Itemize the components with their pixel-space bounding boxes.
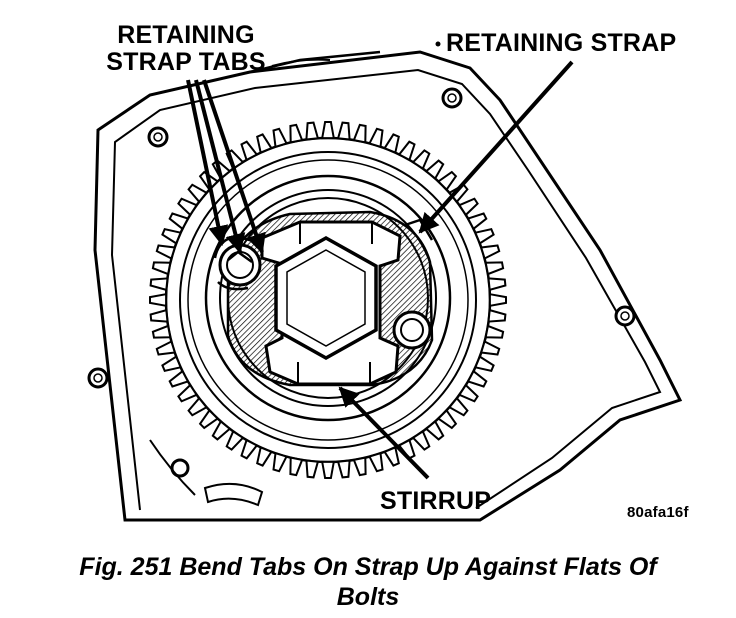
caption-line: Fig. 251 Bend Tabs On Strap Up Against F… [79,553,657,581]
transfer-case-illustration [87,41,683,522]
gear-tooth [177,383,199,403]
gear-tooth [479,244,501,260]
gear-tooth [161,228,182,245]
gear-tooth [368,127,384,149]
gear-tooth [488,293,507,307]
hex-shaft-nut [274,235,378,361]
gear-tooth [383,133,400,154]
diagram-figure [87,41,683,522]
housing-rib [149,439,196,496]
strap-tab [217,281,249,291]
gear-tooth [289,456,304,477]
leader-arrow-tabs-2 [194,79,246,254]
bolt-hole [87,367,109,389]
gear-tooth [187,183,209,204]
bolt-hole [147,126,169,148]
figure-code: 80afa16f [627,504,689,521]
gear-tooth [424,419,445,441]
ring-gear-inner-2 [187,159,469,441]
bolt-hole [614,305,636,327]
gear-tooth [487,277,507,292]
gear-tooth [397,140,416,162]
housing-outline [93,50,683,522]
gear-tooth [211,419,232,441]
gear-tooth [149,308,169,323]
carrier-ring-mid [219,189,437,407]
gear-tooth [474,355,495,372]
gear-tooth [240,140,259,162]
retaining-bolt-right [392,310,432,350]
gear-tooth [447,396,469,417]
gear-tooth [240,438,259,460]
label-retaining-strap-tabs: RETAINING STRAP TABS [96,22,276,76]
gear-tooth [411,429,431,451]
gear-tooth [436,408,458,430]
gear-tooth [256,446,273,467]
gear-tooth [149,277,169,292]
caption-line: Bolts [336,583,400,611]
gear-tooth [272,451,288,473]
label-connector [271,58,331,67]
gear-tooth [352,456,367,477]
figure-caption: Fig. 251 Bend Tabs On Strap Up Against F… [10,552,726,612]
gear-tooth [289,123,304,144]
gear-tooth [305,121,320,141]
gear-tooth [466,212,488,231]
hex-shaft-face [286,249,366,347]
leader-arrow-stirrup [338,386,430,480]
ring-gear-teeth [149,121,507,479]
bolt-hole [170,458,190,478]
gear-tooth [272,127,288,149]
gear-tooth [177,197,199,217]
gear-tooth [198,408,220,430]
leader-arrow-tabs-1 [186,79,229,246]
gear-tooth [424,159,445,181]
gear-tooth [187,396,209,417]
gear-tooth [321,460,335,479]
label-retaining-strap: RETAINING STRAP [446,29,677,57]
label-stirrup: STIRRUP [380,487,492,515]
housing-slot [203,482,264,507]
gear-tooth [336,459,351,479]
gear-tooth [161,355,182,372]
gear-tooth [336,121,351,141]
gear-tooth [484,261,505,276]
ring-gear-inner-1 [179,151,477,449]
gear-tooth [487,308,507,323]
gear-tooth [151,324,172,339]
leader-arrow-strap [418,60,574,234]
gear-tooth [321,121,335,140]
gear-tooth [168,212,190,231]
gear-tooth [484,324,505,339]
label-line: STRAP TABS [106,48,266,76]
gear-tooth [225,429,245,451]
gear-tooth [352,123,367,144]
gear-tooth [436,170,458,192]
gear-tooth [155,340,177,356]
gear-tooth [411,149,431,171]
label-line: RETAINING [117,21,255,49]
leader-arrow-tabs-3 [202,79,266,254]
gear-tooth [305,459,320,479]
gear-tooth [479,340,501,356]
gear-tooth [383,446,400,467]
carrier-ring-outer [204,174,452,422]
gear-tooth [168,369,190,388]
gear-tooth [151,261,172,276]
gear-tooth [457,197,479,217]
gear-tooth [368,451,384,473]
retaining-bolt-left [218,243,262,287]
label-dot [435,41,441,47]
gear-tooth [466,369,488,388]
gear-tooth [474,228,495,245]
gear-tooth [155,244,177,260]
bolt-hole [441,87,463,109]
gear-tooth [457,383,479,403]
housing-inner-edge [110,68,662,511]
gear-tooth [149,293,168,307]
gear-tooth [256,133,273,154]
